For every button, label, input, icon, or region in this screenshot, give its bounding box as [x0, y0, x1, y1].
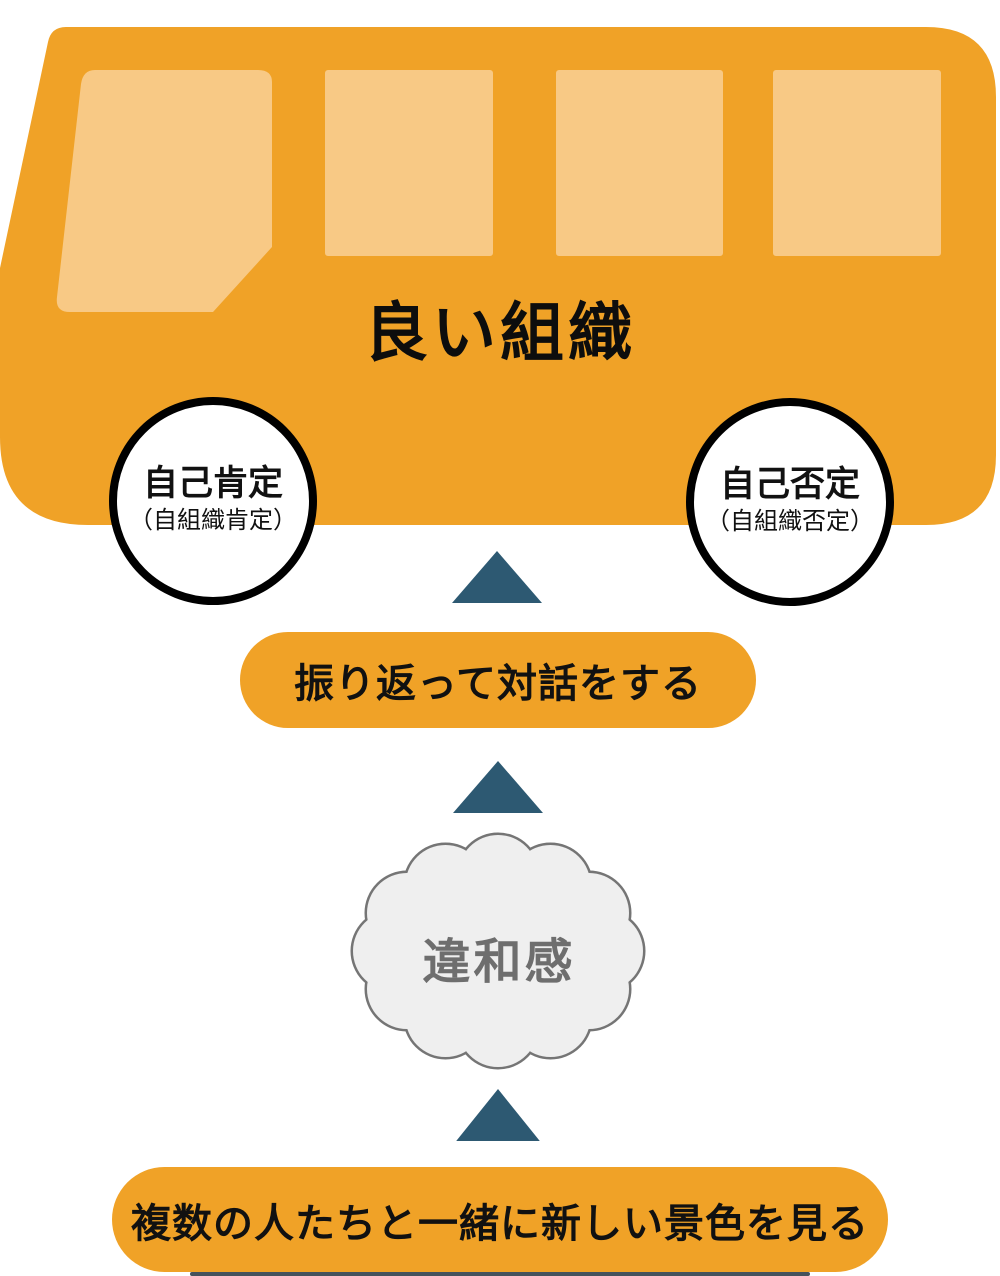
- bus-title: 良い組織: [364, 297, 636, 369]
- left-wheel-primary-text: 自己肯定: [142, 464, 283, 503]
- reflect-dialogue-label: 振り返って対話をする: [294, 662, 702, 706]
- up-arrow-icon: [453, 761, 543, 813]
- cloud-fill: [353, 835, 643, 1067]
- bus-windshield: [56, 70, 272, 312]
- new-scenery-banner: 複数の人たちと一緒に新しい景色を見る: [112, 1167, 888, 1272]
- left-wheel: [109, 397, 317, 605]
- right-wheel-secondary-text: （自組織否定）: [706, 508, 874, 535]
- left-wheel-secondary-text: （自組織肯定）: [129, 507, 297, 534]
- right-wheel-label: 自己否定 （自組織否定）: [670, 463, 910, 537]
- right-wheel-primary-text: 自己否定: [719, 465, 860, 504]
- up-arrow-icon: [456, 1089, 540, 1141]
- bus-window: [325, 70, 493, 256]
- bottom-edge-shadow: [190, 1272, 810, 1276]
- discomfort-label: 違和感: [422, 936, 576, 989]
- bus-illustration: [0, 27, 996, 606]
- bus-window: [773, 70, 941, 256]
- reflect-dialogue-pill: 振り返って対話をする: [240, 632, 756, 728]
- discomfort-cloud: [350, 832, 646, 1070]
- up-arrow-icon: [452, 551, 542, 603]
- bus-window: [556, 70, 723, 256]
- left-wheel-label: 自己肯定 （自組織肯定）: [93, 462, 333, 536]
- new-scenery-label: 複数の人たちと一緒に新しい景色を見る: [131, 1201, 869, 1246]
- right-wheel: [686, 398, 894, 606]
